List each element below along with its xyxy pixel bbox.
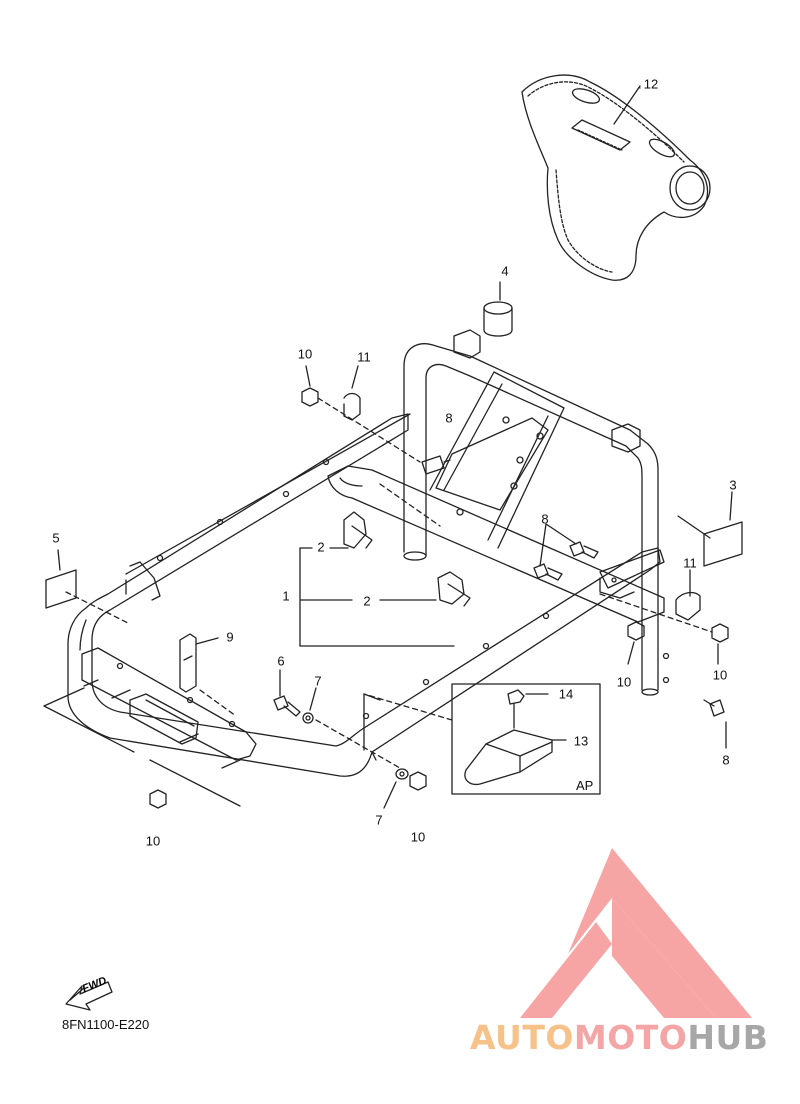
bolt-part-8a [421, 455, 451, 475]
watermark-moto: MOTO [573, 1018, 688, 1057]
callout-8a: 8 [445, 410, 453, 426]
callout-8b: 8 [541, 511, 549, 527]
washer-part-7b [383, 768, 409, 809]
watermark-brand: AUTOMOTOHUB [470, 1018, 768, 1057]
callout-13: 13 [573, 733, 589, 749]
callout-14: 14 [558, 686, 574, 702]
nut-part-10d [149, 789, 167, 809]
callout-10c: 10 [712, 667, 728, 683]
callout-1: 1 [282, 588, 290, 604]
handlebar-pad-part-12 [521, 74, 711, 281]
bracket-part-11a [343, 365, 361, 421]
bracket-part-9 [179, 633, 219, 693]
nut-part-10a [301, 365, 319, 407]
front-studs [83, 679, 241, 769]
callout-4: 4 [501, 263, 509, 279]
watermark-hub: HUB [687, 1018, 769, 1057]
callout-2a: 2 [317, 539, 325, 555]
callout-11a: 11 [357, 349, 371, 365]
callout-10a: 10 [297, 346, 313, 362]
washer-part-7a [302, 687, 317, 724]
bracket-part-11b [675, 591, 701, 621]
watermark-auto: AUTO [470, 1018, 574, 1057]
callout-6: 6 [277, 653, 285, 669]
leader-lines [299, 87, 691, 647]
frame-part-1 [67, 329, 670, 777]
callout-2b: 2 [363, 593, 371, 609]
callout-11b: 11 [683, 555, 697, 571]
callout-5: 5 [52, 530, 60, 546]
callout-8c: 8 [722, 752, 730, 768]
watermark-logo [520, 848, 752, 1018]
callout-10d: 10 [145, 833, 161, 849]
bushing-part-4 [483, 281, 513, 337]
callout-3: 3 [729, 477, 737, 493]
label-part-3 [677, 491, 743, 567]
callout-10e: 10 [410, 829, 426, 845]
inset-label: AP [576, 778, 594, 793]
inset-box-ap [363, 683, 601, 795]
fwd-arrow-icon [65, 981, 113, 1011]
callout-7a: 7 [314, 673, 322, 689]
bolt-part-8c [703, 699, 727, 749]
bolt-part-6 [273, 669, 301, 717]
callout-7b: 7 [375, 812, 383, 828]
callout-10b: 10 [616, 674, 632, 690]
clamp-part-2a [343, 511, 373, 549]
callout-9: 9 [226, 629, 234, 645]
bolt-part-8b [533, 523, 599, 581]
alignment-lines [65, 397, 713, 769]
nut-part-10b [627, 621, 645, 665]
nut-part-10e [409, 771, 427, 791]
clamp-part-2b [437, 571, 471, 607]
callout-12: 12 [643, 76, 659, 92]
nut-part-10c [711, 623, 729, 665]
diagram-code: 8FN1100-E220 [62, 1017, 150, 1032]
label-part-5 [45, 549, 77, 609]
